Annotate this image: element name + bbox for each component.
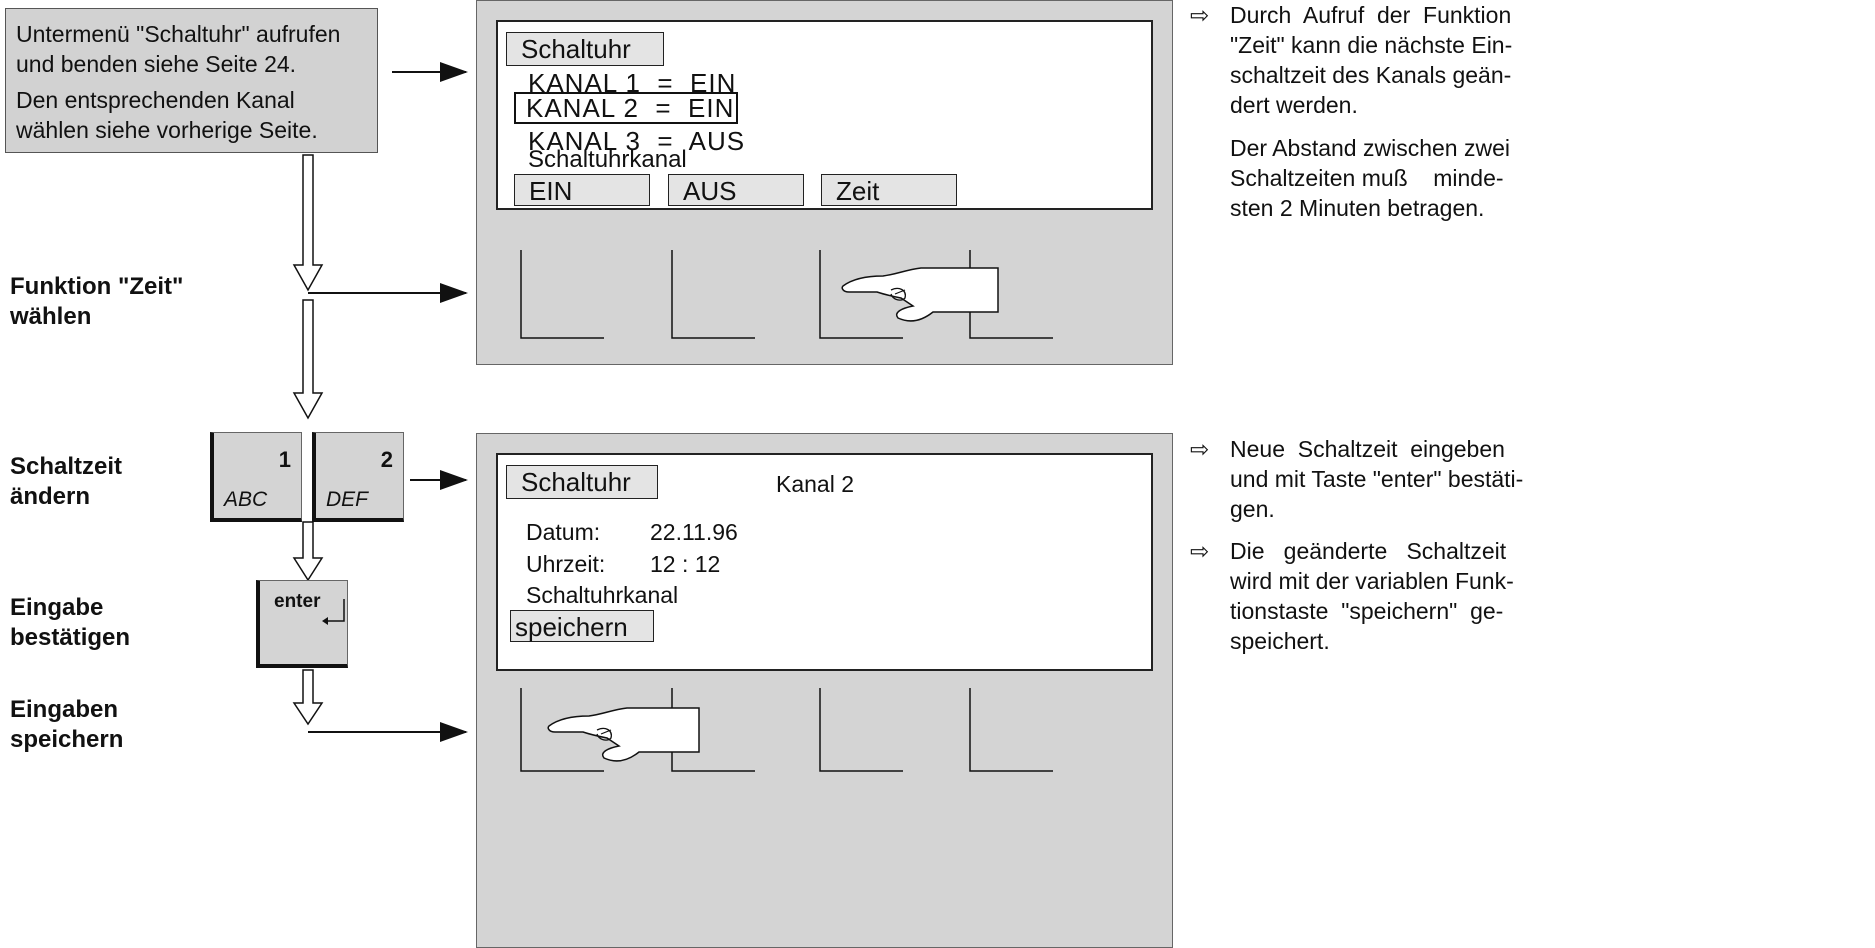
arrow-bullet-icon: ⇨ [1190,436,1210,462]
step-save: Eingaben speichern [10,695,123,755]
enter-label: enter [274,591,321,612]
key-2-def[interactable]: 2 DEF [312,432,404,522]
flow-arrow-3 [292,521,324,582]
flow-arrow-1 [292,154,324,292]
note-line: tionstaste "speichern" ge- [1230,598,1504,624]
note-line: Neue Schaltzeit eingeben [1230,436,1505,462]
step-confirm: Eingabe bestätigen [10,593,130,653]
arrow-bullet-icon: ⇨ [1190,538,1210,564]
flow-arrow-2 [292,299,324,420]
note-line: Der Abstand zwischen zwei [1230,135,1510,161]
key-number: 1 [278,447,291,472]
note-line: wird mit der variablen Funk- [1230,568,1514,594]
channel-3-status: KANAL 3 = AUS [528,126,746,156]
screen-subtitle: Schaltuhrkanal [528,146,687,173]
note-line: schaltzeit des Kanals geän- [1230,62,1512,88]
display-screen-2: Schaltuhr Kanal 2 Datum: 22.11.96 Uhrzei… [496,453,1153,671]
step-line: ändern [10,483,91,510]
instruction-box: Untermenü "Schaltuhr" aufrufen und bende… [5,8,378,153]
button-speichern[interactable]: speichern [510,610,654,642]
instruction-line: Untermenü "Schaltuhr" aufrufen [16,21,341,47]
step-line: Funktion "Zeit" [10,273,184,300]
note-enter-time: ⇨ Neue Schaltzeit eingeben und mit Taste … [1190,434,1870,524]
step-change-time: Schaltzeit ändern [10,452,122,512]
step-select-time: Funktion "Zeit" wählen [10,272,183,332]
step-line: wählen [10,303,92,330]
screen-subtitle: Schaltuhrkanal [526,582,679,608]
pointing-hand-icon [841,267,999,322]
note-line: sten 2 Minuten betragen. [1230,195,1485,221]
note-line: und mit Taste "enter" bestäti- [1230,466,1524,492]
key-1-abc[interactable]: 1 ABC [210,432,302,522]
step-line: bestätigen [10,624,131,651]
note-function-time: ⇨ Durch Aufruf der Funktion "Zeit" kann d… [1190,0,1870,120]
note-line: Schaltzeiten muß minde- [1230,165,1504,191]
pointing-hand-icon [547,707,700,762]
step-line: Eingabe [10,594,104,621]
key-number: 2 [380,447,393,472]
date-label: Datum: [526,519,601,545]
note-line: "Zeit" kann die nächste Ein- [1230,32,1513,58]
time-value[interactable]: 12 : 12 [650,551,721,577]
note-line: Die geänderte Schaltzeit [1230,538,1507,564]
key-letters: ABC [224,488,268,511]
menu-title-schaltuhr: Schaltuhr [506,32,664,66]
channel-2-status[interactable]: KANAL 2 = EIN [514,92,738,124]
button-aus[interactable]: AUS [668,174,804,206]
button-zeit[interactable]: Zeit [821,174,957,206]
date-value[interactable]: 22.11.96 [650,519,738,545]
display-screen-1: Schaltuhr KANAL 1 = EIN KANAL 2 = EIN KA… [496,20,1153,210]
step-line: speichern [10,726,124,753]
enter-return-icon [322,599,345,625]
flow-arrow-4 [292,669,324,726]
button-ein[interactable]: EIN [514,174,650,206]
instruction-line: und benden siehe Seite 24. [16,51,297,77]
note-line: Durch Aufruf der Funktion [1230,2,1512,28]
note-line: gen. [1230,496,1275,522]
channel-label: Kanal 2 [776,471,855,497]
note-interval: Der Abstand zwischen zwei Schaltzeiten m… [1190,133,1870,223]
menu-title-schaltuhr: Schaltuhr [506,465,658,499]
step-line: Schaltzeit [10,453,123,480]
enter-key[interactable]: enter [256,580,348,668]
instruction-line: wählen siehe vorherige Seite. [16,117,318,143]
note-save: ⇨ Die geänderte Schaltzeit wird mit der v… [1190,536,1870,656]
step-line: Eingaben [10,696,119,723]
arrow-bullet-icon: ⇨ [1190,2,1210,28]
note-line: dert werden. [1230,92,1358,118]
key-letters: DEF [326,488,368,511]
instruction-line: Den entsprechenden Kanal [16,87,295,113]
time-label: Uhrzeit: [526,551,606,577]
note-line: speichert. [1230,628,1330,654]
